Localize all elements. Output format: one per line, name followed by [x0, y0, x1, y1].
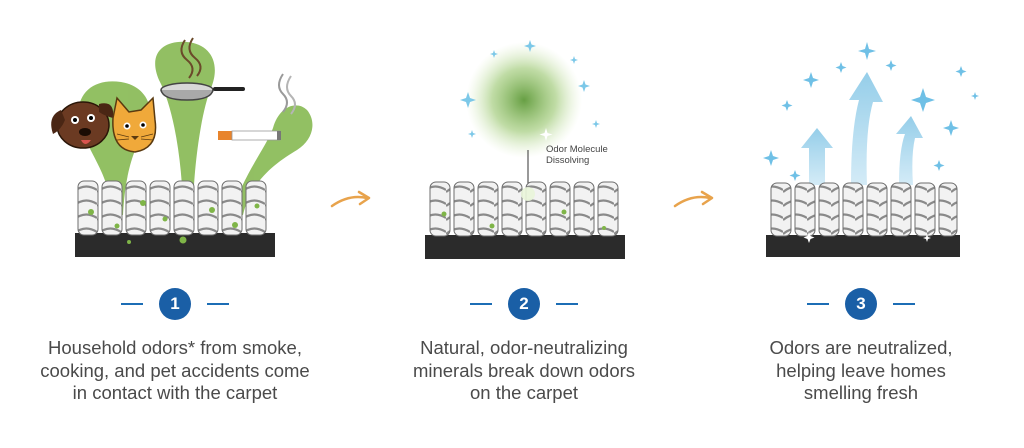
- cigarette-icon: [218, 73, 296, 141]
- frying-pan-icon: [160, 37, 245, 101]
- caption-line: minerals break down odors: [412, 359, 636, 381]
- caption-line: helping leave homes: [776, 359, 946, 381]
- step-number-badge: 3: [845, 288, 877, 320]
- caption-line: Natural, odor-neutralizing: [420, 337, 628, 358]
- caption-line: smelling fresh: [803, 382, 919, 403]
- fresh-air-arrows-icon: [801, 72, 923, 185]
- caption-line: on the carpet: [470, 382, 578, 403]
- caption-line: Odors are neutralized,: [769, 337, 953, 358]
- step-panel-2: Odor Molecule Dissolving 2: [374, 0, 674, 448]
- step-panel-1: 1 Household odors* from smoke, cooking, …: [25, 0, 325, 448]
- step-caption-2: Natural, odor-neutralizing minerals brea…: [374, 337, 674, 405]
- step-indicator-2: 2: [374, 288, 674, 320]
- cat-icon: [112, 96, 157, 153]
- step-2-illustration: Odor Molecule Dissolving: [425, 40, 625, 259]
- caption-line: Household odors* from smoke,: [48, 337, 302, 358]
- carpet-icon: [425, 181, 625, 259]
- caption-line: in contact with the carpet: [72, 382, 278, 403]
- right-arrow-icon: [673, 190, 714, 208]
- carpet-icon: [766, 182, 960, 257]
- step-line-left: [470, 303, 492, 305]
- carpet-icon: [75, 180, 275, 257]
- step-line-left: [121, 303, 143, 305]
- right-arrow-icon: [330, 190, 371, 208]
- step-panel-3: 3 Odors are neutralized, helping leave h…: [711, 0, 1011, 448]
- odor-cloud-icon: [460, 40, 600, 158]
- step-3-illustration: [763, 42, 979, 257]
- caption-line: cooking, and pet accidents come: [40, 359, 310, 381]
- step-line-right: [893, 303, 915, 305]
- step-line-right: [556, 303, 578, 305]
- dog-icon: [51, 101, 114, 149]
- step-caption-1: Household odors* from smoke, cooking, an…: [25, 337, 325, 405]
- annotation-label: Odor Molecule Dissolving: [546, 144, 610, 166]
- step-caption-3: Odors are neutralized, helping leave hom…: [711, 337, 1011, 405]
- annotation-line: Dissolving: [546, 155, 589, 166]
- step-indicator-3: 3: [711, 288, 1011, 320]
- step-1-illustration: [51, 37, 313, 257]
- step-line-right: [207, 303, 229, 305]
- step-indicator-1: 1: [25, 288, 325, 320]
- step-line-left: [807, 303, 829, 305]
- sparkle-icon: [763, 42, 979, 181]
- step-number-badge: 1: [159, 288, 191, 320]
- step-number-badge: 2: [508, 288, 540, 320]
- annotation-line: Odor Molecule: [546, 144, 608, 155]
